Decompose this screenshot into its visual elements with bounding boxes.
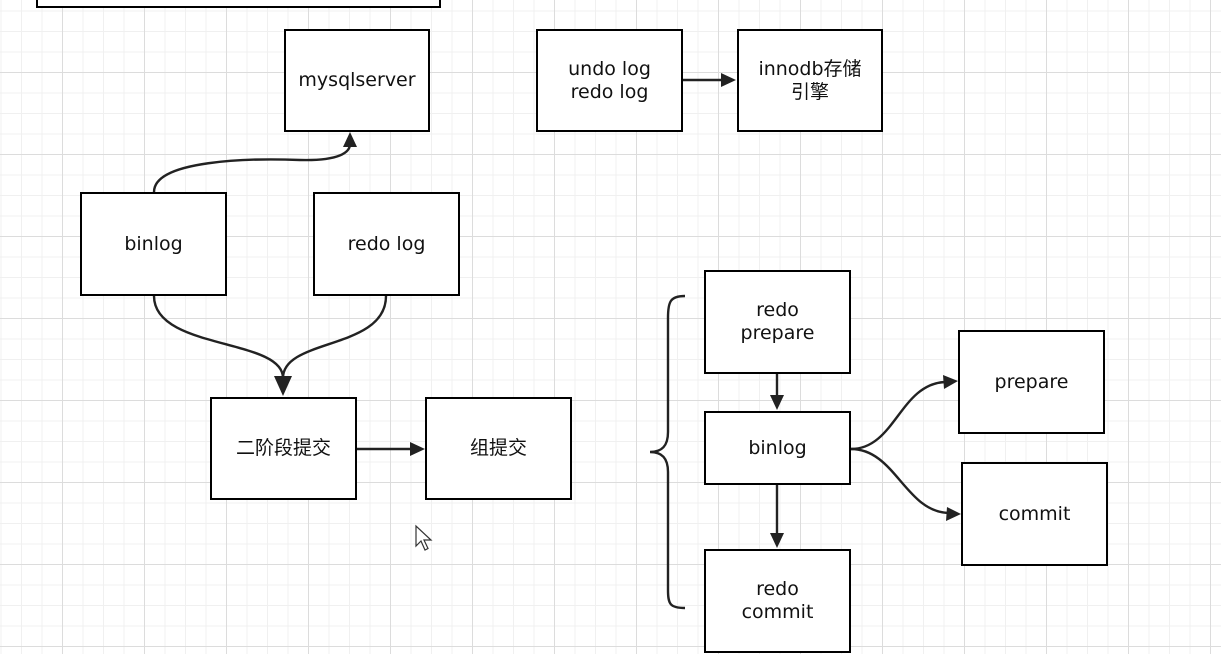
node-binlog-right-label: binlog (748, 436, 807, 459)
arrowhead-group-commit (410, 442, 425, 456)
node-commit[interactable]: commit (961, 462, 1108, 566)
node-prepare-label: prepare (994, 370, 1069, 393)
arrowhead-redo-commit (770, 533, 784, 548)
node-redo-prepare-label: redo prepare (740, 299, 815, 344)
node-group-commit-label: 组提交 (469, 437, 527, 459)
node-redo-commit-label: redo commit (741, 578, 814, 623)
edge-binlog-to-two-phase (152, 295, 285, 379)
node-two-phase-commit[interactable]: 二阶段提交 (210, 397, 357, 500)
node-binlog-left[interactable]: binlog (80, 192, 227, 296)
arrowhead-prepare (943, 375, 958, 389)
node-innodb-label: innodb存储 引擎 (758, 57, 862, 103)
edge-binlog-to-prepare (850, 380, 946, 451)
arrowhead-mysqlserver (343, 132, 357, 147)
curly-brace (649, 294, 686, 610)
node-redo-log-label: redo log (347, 232, 426, 255)
node-redo-commit[interactable]: redo commit (704, 549, 851, 653)
arrowhead-commit (946, 507, 961, 521)
node-two-phase-label: 二阶段提交 (235, 437, 331, 459)
node-prepare[interactable]: prepare (958, 330, 1105, 434)
top-cropped-box (36, 0, 441, 8)
node-redo-prepare[interactable]: redo prepare (704, 270, 851, 374)
edge-redolog-to-two-phase (281, 295, 388, 379)
arrowhead-two-phase (274, 376, 292, 396)
edge-binlog-to-mysqlserver (152, 143, 352, 193)
arrowhead-binlog-right (770, 395, 784, 410)
edge-binlog-to-commit (850, 447, 949, 515)
node-undo-redo-label: undo log redo log (568, 57, 651, 103)
node-mysqlserver-label: mysqlserver (298, 69, 416, 91)
node-mysqlserver[interactable]: mysqlserver (284, 29, 430, 132)
node-innodb[interactable]: innodb存储 引擎 (737, 29, 883, 132)
mouse-cursor-icon (415, 524, 433, 551)
node-redo-log[interactable]: redo log (313, 192, 460, 296)
arrowhead-innodb (721, 73, 736, 87)
node-binlog-right[interactable]: binlog (704, 411, 851, 485)
node-binlog-left-label: binlog (124, 232, 183, 255)
node-group-commit[interactable]: 组提交 (425, 397, 572, 500)
node-commit-label: commit (998, 502, 1071, 525)
node-undo-redo-log[interactable]: undo log redo log (536, 29, 683, 132)
